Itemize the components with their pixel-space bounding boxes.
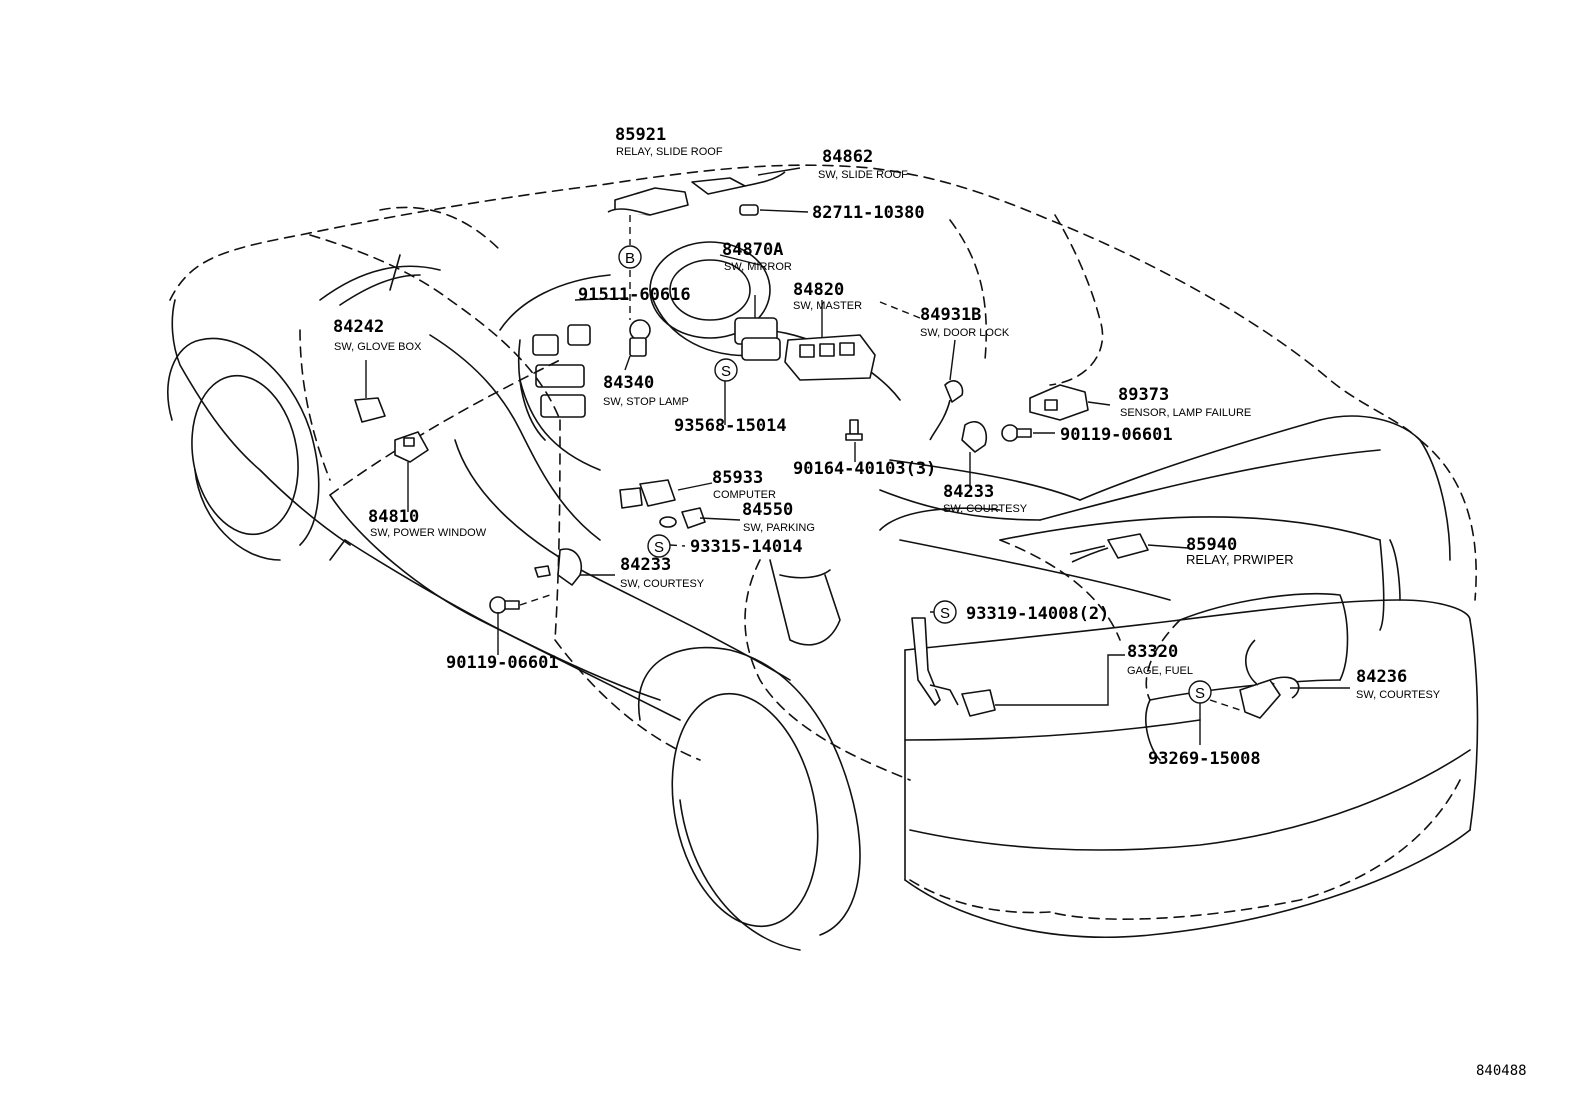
part-sensor-lamp-failure [1029,384,1089,421]
symbol-s-letter: S [721,363,731,380]
symbol-s-letter: S [1195,685,1205,702]
part-number: 84233 [620,555,671,575]
part-number: 93568-15014 [674,416,787,436]
label-85933: 85933 COMPUTER [712,468,776,501]
part-gage-fuel [911,617,996,717]
part-number: 85921 [615,125,666,145]
label-85921: 85921 RELAY, SLIDE ROOF [615,125,723,158]
part-number: 89373 [1118,385,1169,405]
part-number: 85940 [1186,535,1237,555]
part-bolt-90119-left [489,596,520,614]
part-relay-prwiper [1069,533,1149,563]
symbol-s-letter: S [654,539,664,556]
part-name: SW, GLOVE BOX [334,341,422,353]
part-number: 82711-10380 [812,203,925,223]
label-93315: 93315-14014 [690,537,803,557]
part-sw-parking [681,507,706,529]
label-83320: 83320 GAGE, FUEL [1127,642,1193,677]
label-89373: 89373 SENSOR, LAMP FAILURE [1118,385,1251,419]
label-84340: 84340 SW, STOP LAMP [603,373,689,408]
part-number: 85933 [712,468,763,488]
symbol-b-letter: B [625,250,635,267]
symbol-s-circle-93568: S [714,358,738,382]
part-sw-courtesy-rear-door [534,548,582,586]
label-90164: 90164-40103(3) [793,459,936,479]
part-number: 84550 [742,500,793,520]
part-sw-courtesy-trunk [1239,639,1300,719]
part-name: SW, POWER WINDOW [370,527,487,539]
part-name: SW, STOP LAMP [603,396,689,408]
diagram-code: 840488 [1476,1063,1527,1079]
part-name: SW, COURTESY [943,503,1028,515]
part-name: SW, DOOR LOCK [920,327,1010,339]
part-sw-power-window [394,431,429,463]
part-name: SW, COURTESY [1356,689,1441,701]
label-84810: 84810 SW, POWER WINDOW [368,507,487,539]
label-93319: 93319-14008(2) [966,604,1109,624]
label-84233-front: 84233 SW, COURTESY [943,482,1028,515]
label-84870a: 84870A SW, MIRROR [722,240,792,273]
car-body-outline [167,164,1479,951]
part-relay-slide-roof [607,187,689,216]
part-number: 84236 [1356,667,1407,687]
part-sw-slide-roof [691,171,786,216]
part-number: 93319-14008(2) [966,604,1109,624]
symbol-b-circle: B [618,245,642,269]
part-number: 91511-60616 [578,285,691,305]
part-number: 84870A [722,240,783,260]
label-84820: 84820 SW, MASTER [793,280,862,312]
part-number: 84810 [368,507,419,527]
label-84931b: 84931B SW, DOOR LOCK [920,305,1010,339]
part-name: GAGE, FUEL [1127,665,1193,677]
part-sw-courtesy-front [961,421,987,453]
part-number: 93315-14014 [690,537,803,557]
part-number: 84862 [822,147,873,167]
label-82711: 82711-10380 [812,203,925,223]
label-93269: 93269-15008 [1148,749,1261,769]
label-84862: 84862 SW, SLIDE ROOF [818,147,908,181]
part-number: 84340 [603,373,654,393]
symbol-s-circle-93315: S [647,534,671,558]
label-93568: 93568-15014 [674,416,787,436]
part-name: SW, SLIDE ROOF [818,169,908,181]
part-number: 90164-40103(3) [793,459,936,479]
part-number: 84242 [333,317,384,337]
part-bolt-90164 [845,419,863,441]
label-85940: 85940 RELAY, PRWIPER [1186,535,1294,567]
part-name: SW, COURTESY [620,578,705,590]
label-91511: 91511-60616 [578,285,691,305]
part-sw-door-lock [929,380,964,441]
label-84236: 84236 SW, COURTESY [1356,667,1441,701]
label-84550: 84550 SW, PARKING [742,500,815,534]
part-name: RELAY, SLIDE ROOF [616,146,723,158]
part-sw-stop-lamp [629,319,651,357]
part-sw-mirror [734,317,781,361]
part-number: 84233 [943,482,994,502]
label-90119-left: 90119-06601 [446,653,559,673]
label-90119-right: 90119-06601 [1060,425,1173,445]
part-number: 93269-15008 [1148,749,1261,769]
symbol-s-circle-93269: S [1188,680,1212,704]
part-number: 84820 [793,280,844,300]
part-bolt-90119-right [1001,424,1032,442]
part-name: RELAY, PRWIPER [1186,552,1294,567]
label-84242: 84242 SW, GLOVE BOX [333,317,422,353]
part-number: 90119-06601 [1060,425,1173,445]
label-84233-rear: 84233 SW, COURTESY [620,555,705,590]
part-name: COMPUTER [713,489,776,501]
part-computer [619,479,677,528]
part-sw-master [784,334,876,381]
part-number: 84931B [920,305,981,325]
part-number: 90119-06601 [446,653,559,673]
symbol-s-letter: S [940,605,950,622]
part-name: SENSOR, LAMP FAILURE [1120,407,1251,419]
part-name: SW, PARKING [743,522,815,534]
part-name: SW, MIRROR [724,261,792,273]
symbol-s-circle-93319: S [933,600,957,624]
part-name: SW, MASTER [793,300,862,312]
part-sw-glove-box [354,397,386,423]
part-number: 83320 [1127,642,1178,662]
